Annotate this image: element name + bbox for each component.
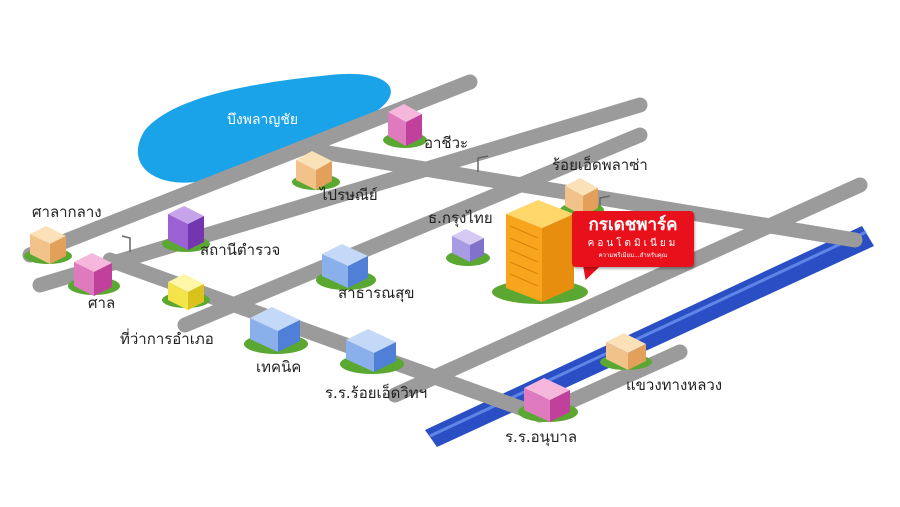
orange-building-icon	[24, 226, 72, 264]
place-label-plaza: ร้อยเอ็ดพลาซ่า	[552, 156, 648, 174]
road	[32, 97, 648, 293]
purple-building-icon	[162, 206, 210, 252]
lake	[137, 73, 391, 183]
place-label-health: สาธารณสุข	[338, 284, 415, 302]
purple-building-icon	[446, 229, 490, 266]
orange-building-icon	[292, 151, 340, 190]
place-label-kinder: ร.ร.อนุบาล	[505, 428, 578, 446]
place-label-court: ศาล	[88, 294, 116, 312]
place-label-arch: อาชีวะ	[424, 134, 469, 152]
pink-building-icon	[68, 253, 120, 296]
blue-building-icon	[244, 307, 308, 354]
place-label-post: ไปรษณีย์	[320, 186, 378, 204]
pink-building-icon	[518, 378, 578, 422]
road	[177, 127, 648, 333]
lake-label: บึงพลาญชัย	[227, 112, 299, 128]
yellow-building-icon	[162, 274, 210, 310]
road	[387, 177, 868, 403]
place-label-school-rw: ร.ร.ร้อยเอ็ดวิทฯ	[325, 384, 428, 402]
place-label-court-hall: ศาลากลาง	[32, 203, 102, 221]
blue-building-icon	[340, 329, 404, 374]
place-label-police: สถานีตำรวจ	[200, 241, 281, 259]
place-label-highway: แขวงทางหลวง	[626, 376, 723, 394]
pink-building-icon	[383, 104, 427, 148]
blue-building-icon	[316, 244, 376, 290]
brand-tagline: ความพรีเมียม...สำหรับคุณ	[598, 252, 668, 259]
place-label-district: ที่ว่าการอำเภอ	[120, 330, 214, 348]
place-label-tech: เทคนิค	[256, 358, 302, 376]
orange-building-icon	[600, 333, 652, 370]
brand-title: กรเดชพาร์ค	[588, 215, 678, 235]
orange-building-icon	[560, 178, 604, 218]
place-label-bank: ธ.กรุงไทย	[428, 209, 493, 227]
brand-callout: กรเดชพาร์ค คอนโดมิเนียม ความพรีเมียม...ส…	[572, 211, 694, 267]
condo-tower-icon	[492, 200, 588, 304]
brand-subtitle: คอนโดมิเนียม	[587, 238, 679, 249]
